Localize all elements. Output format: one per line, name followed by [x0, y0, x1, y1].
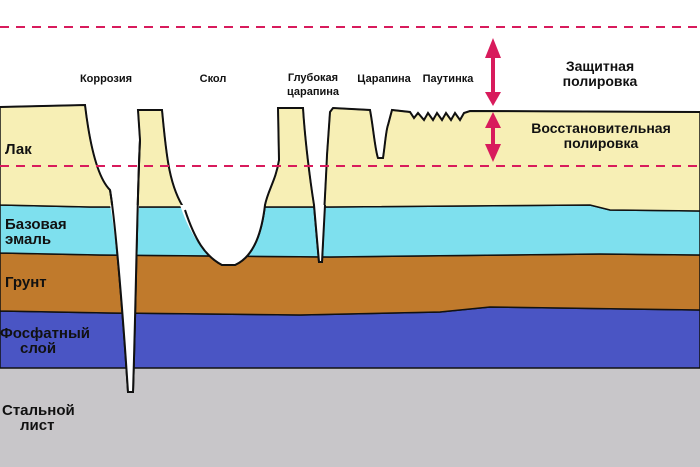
- chip-void: [180, 205, 265, 265]
- corrosion-edge: [109, 139, 141, 393]
- polish-label-protective-line1: Защитная: [566, 58, 634, 74]
- layer-label-base-enamel-line2: эмаль: [5, 231, 51, 248]
- defect-label-spiderweb: Паутинка: [423, 73, 475, 85]
- defect-label-deep-scratch-line1: Глубокая: [288, 72, 338, 84]
- layer-label-steel-line2: лист: [20, 417, 54, 434]
- deep-scratch-edge: [313, 204, 326, 263]
- layer-label-base-enamel-line1: Базовая: [5, 216, 67, 233]
- defect-label-corrosion: Коррозия: [80, 73, 132, 85]
- steel-sheet-layer: [0, 366, 700, 467]
- chip-edge: [184, 204, 266, 266]
- defect-label-deep-scratch-line2: царапина: [287, 86, 340, 98]
- polish-label-restorative-line2: полировка: [564, 135, 639, 151]
- polish-label-restorative-line1: Восстановительная: [531, 120, 670, 136]
- base-enamel-layer: [0, 204, 700, 258]
- primer-layer: [0, 252, 700, 316]
- layer-label-phosphate-line2: слой: [20, 340, 56, 357]
- protective-polish-arrow: [485, 38, 501, 106]
- restorative-polish-arrow: [485, 112, 501, 162]
- polish-label-protective-line2: полировка: [563, 73, 638, 89]
- layer-label-phosphate-line1: Фосфатный: [0, 325, 90, 342]
- defect-label-chip: Скол: [200, 73, 227, 85]
- layer-label-primer: Грунт: [5, 274, 47, 291]
- layer-label-steel-line1: Стальной: [2, 402, 75, 419]
- layer-label-lacquer: Лак: [5, 141, 32, 158]
- phosphate-layer: [0, 306, 700, 369]
- defect-label-scratch: Царапина: [357, 73, 411, 85]
